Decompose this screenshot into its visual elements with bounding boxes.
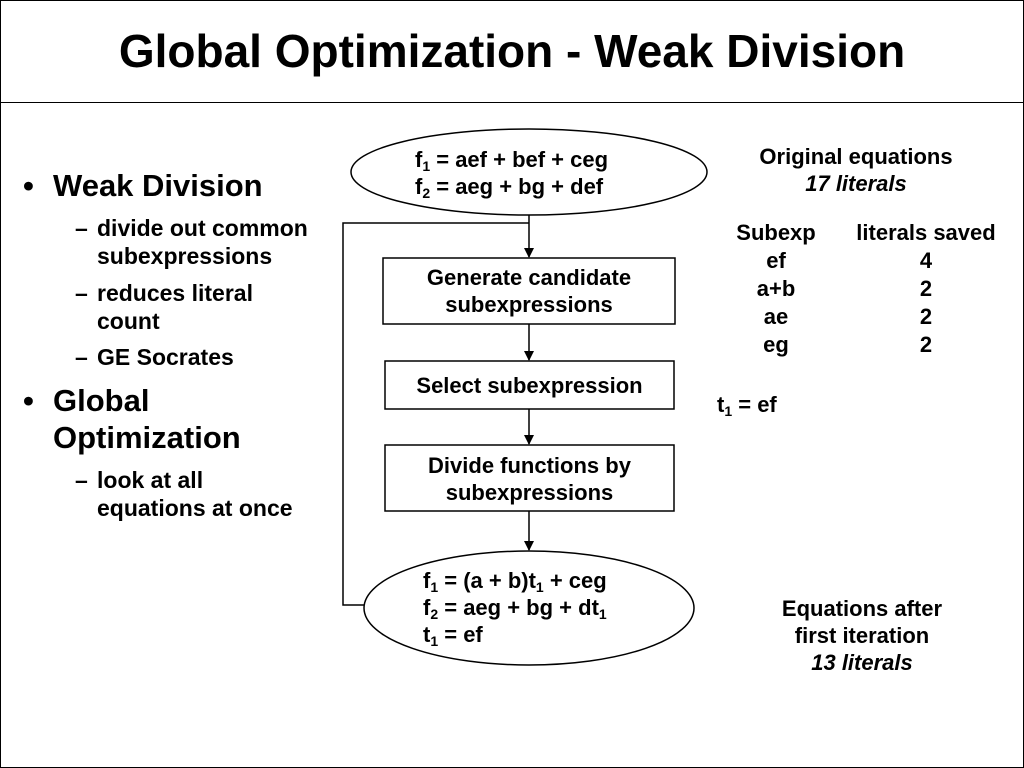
dash-symbol: – [75, 344, 88, 370]
table-cell-saved: 2 [919, 304, 933, 329]
start-equation-f1: f1 = aef + bef + ceg [415, 146, 608, 173]
after-iteration-label: Equations after [781, 596, 943, 621]
sub-bullet-text: look at all [97, 467, 204, 493]
table-cell-subexp: eg [763, 332, 789, 357]
bullet-symbol: • [23, 383, 34, 418]
sub-bullet-text: count [97, 308, 160, 334]
select-step-text: Select subexpression [385, 372, 674, 399]
step-line: subexpressions [445, 292, 613, 317]
eq-subscript: 1 [430, 633, 439, 649]
divide-step-text: Divide functions by subexpressions [385, 452, 674, 506]
dash-symbol: – [75, 280, 88, 306]
divide-box [384, 444, 675, 512]
step-line: Generate candidate [426, 265, 632, 290]
title-bar: Global Optimization - Weak Division [1, 1, 1023, 103]
table-header-subexp: Subexp [736, 220, 816, 245]
table-cell-saved: 2 [919, 332, 933, 357]
eq-var: f [415, 147, 423, 172]
step-line: subexpressions [445, 480, 614, 505]
after-literals-count: 13 literals [811, 650, 913, 675]
eq-subscript: 1 [724, 403, 733, 419]
original-equations-label: Original equations [759, 144, 953, 169]
eq-subscript: 1 [422, 158, 431, 174]
eq-rest: = ef [732, 392, 777, 417]
dash-symbol: – [75, 467, 88, 493]
sub-bullet-text: divide out common [97, 215, 308, 241]
eq-subscript: 1 [598, 606, 607, 622]
eq-subscript: 1 [430, 579, 439, 595]
step-line: Select subexpression [416, 373, 643, 398]
feedback-loop-line [342, 222, 529, 606]
eq-rest: = ef [438, 622, 483, 647]
eq-var: f [415, 174, 423, 199]
eq-rest: + ceg [543, 568, 607, 593]
eq-rest: = aef + bef + ceg [430, 147, 609, 172]
sub-bullet-text: GE Socrates [97, 344, 234, 370]
table-cell-saved: 4 [919, 248, 933, 273]
generate-step-text: Generate candidate subexpressions [383, 264, 675, 318]
end-equation-f1: f1 = (a + b)t1 + ceg [423, 567, 607, 594]
dash-symbol: – [75, 215, 88, 241]
eq-rest: = (a + b)t [438, 568, 536, 593]
table-cell-subexp: ef [766, 248, 786, 273]
sub-bullet-text: equations at once [97, 495, 293, 521]
table-cell-saved: 2 [919, 276, 933, 301]
end-equation-f2: f2 = aeg + bg + dt1 [423, 594, 607, 621]
eq-var: f [423, 595, 431, 620]
after-iteration-label-cont: first iteration [794, 623, 930, 648]
eq-subscript: 1 [535, 579, 544, 595]
end-ellipse [363, 550, 695, 666]
bullet-heading: Optimization [53, 420, 241, 455]
generate-box [382, 257, 676, 325]
eq-rest: = aeg + bg + def [430, 174, 604, 199]
sub-bullet-text: subexpressions [97, 243, 273, 269]
table-cell-subexp: ae [763, 304, 789, 329]
eq-var: f [423, 568, 431, 593]
eq-var: t [717, 392, 725, 417]
eq-subscript: 2 [430, 606, 439, 622]
select-box [384, 360, 675, 410]
slide-title: Global Optimization - Weak Division [118, 25, 906, 77]
table-cell-subexp: a+b [756, 276, 796, 301]
eq-var: t [423, 622, 431, 647]
eq-subscript: 2 [422, 185, 431, 201]
selected-subexpression: t1 = ef [717, 391, 777, 418]
sub-bullet-text: reduces literal [97, 280, 253, 306]
table-header-literals-saved: literals saved [856, 220, 996, 245]
original-literals-count: 17 literals [805, 171, 907, 196]
start-equation-f2: f2 = aeg + bg + def [415, 173, 603, 200]
eq-rest: = aeg + bg + dt [438, 595, 599, 620]
bullet-heading: Global [53, 383, 150, 418]
bullet-heading: Weak Division [53, 168, 263, 203]
end-equation-t1: t1 = ef [423, 621, 483, 648]
step-line: Divide functions by [428, 453, 631, 478]
bullet-symbol: • [23, 168, 34, 203]
